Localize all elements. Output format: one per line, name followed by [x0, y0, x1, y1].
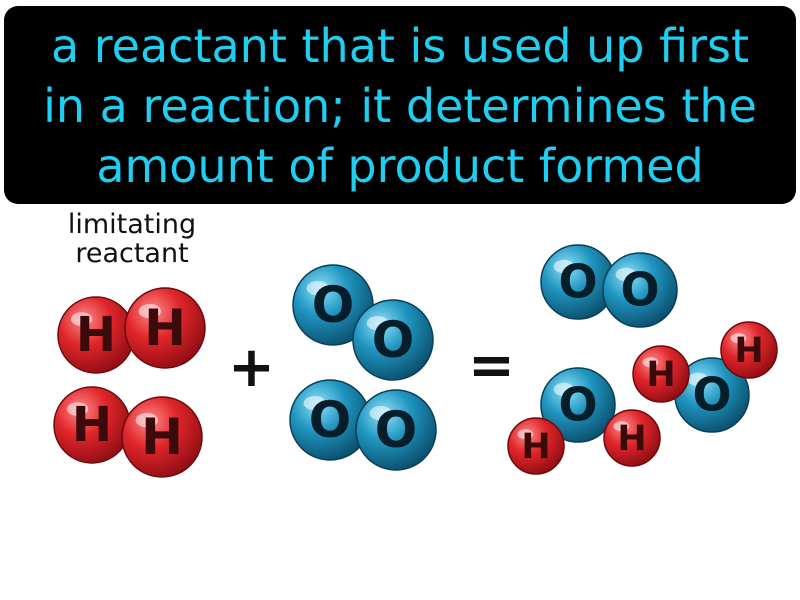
- oxygen-atom: O: [540, 244, 616, 320]
- hydrogen-atom-symbol: H: [72, 397, 112, 453]
- hydrogen-atom: H: [507, 417, 565, 475]
- oxygen-atom-highlight: [366, 316, 389, 331]
- oxygen-atom-symbol: O: [620, 263, 659, 317]
- oxygen-atom-highlight: [615, 267, 637, 282]
- oxygen-atom: O: [352, 299, 434, 381]
- hydrogen-atom-symbol: H: [646, 355, 675, 395]
- definition-box: a reactant that is used up first in a re…: [4, 6, 796, 204]
- caption-line-2: reactant: [75, 238, 189, 269]
- hydrogen-atom: H: [603, 409, 661, 467]
- oxygen-atom-highlight: [303, 396, 326, 411]
- hydrogen-atom-highlight: [135, 413, 158, 428]
- hydrogen-atom-highlight: [70, 312, 93, 326]
- oxygen-atom: O: [674, 357, 750, 433]
- hydrogen-atom-symbol: H: [521, 427, 550, 467]
- oxygen-atom-highlight: [553, 259, 575, 274]
- definition-line-1: a reactant that is used up first: [50, 19, 750, 73]
- hydrogen-atom-symbol: H: [144, 299, 186, 357]
- oxygen-atom: O: [602, 252, 678, 328]
- hydrogen-atom: H: [53, 386, 131, 464]
- hydrogen-atom: H: [121, 396, 203, 478]
- oxygen-atom-highlight: [687, 372, 709, 387]
- oxygen-atom-symbol: O: [558, 255, 597, 309]
- plus-sign: +: [228, 335, 275, 400]
- hydrogen-atom: H: [720, 321, 778, 379]
- hydrogen-atom-highlight: [138, 304, 161, 319]
- hydrogen-atom-highlight: [642, 357, 659, 368]
- hydrogen-atom-highlight: [517, 429, 534, 440]
- definition-line-2: in a reaction; it determines the: [43, 79, 757, 133]
- hydrogen-atom-symbol: H: [141, 408, 183, 466]
- hydrogen-atom-highlight: [613, 421, 630, 432]
- hydrogen-atom: H: [632, 345, 690, 403]
- hydrogen-atom-symbol: H: [734, 331, 763, 371]
- oxygen-atom-symbol: O: [558, 378, 597, 432]
- hydrogen-atom-highlight: [66, 402, 89, 416]
- oxygen-atom-highlight: [553, 382, 575, 397]
- oxygen-atom-symbol: O: [692, 368, 731, 422]
- oxygen-atom-symbol: O: [312, 276, 355, 334]
- oxygen-atom-symbol: O: [372, 311, 415, 369]
- hydrogen-atom-symbol: H: [617, 419, 646, 459]
- oxygen-atom: O: [289, 379, 371, 461]
- hydrogen-atom: H: [57, 296, 135, 374]
- caption-line-1: limitating: [67, 209, 197, 240]
- definition-line-3: amount of product formed: [96, 139, 704, 193]
- hydrogen-atom: H: [124, 287, 206, 369]
- hydrogen-atom-highlight: [730, 333, 747, 344]
- equals-sign: =: [468, 333, 515, 398]
- oxygen-atom-highlight: [306, 281, 329, 296]
- oxygen-atom: O: [355, 389, 437, 471]
- oxygen-atom: O: [540, 367, 616, 443]
- hydrogen-atom-symbol: H: [76, 307, 116, 363]
- oxygen-atom-highlight: [369, 406, 392, 421]
- limiting-reactant-caption: limitating reactant: [40, 210, 224, 268]
- oxygen-atom-symbol: O: [309, 391, 352, 449]
- oxygen-atom-symbol: O: [375, 401, 418, 459]
